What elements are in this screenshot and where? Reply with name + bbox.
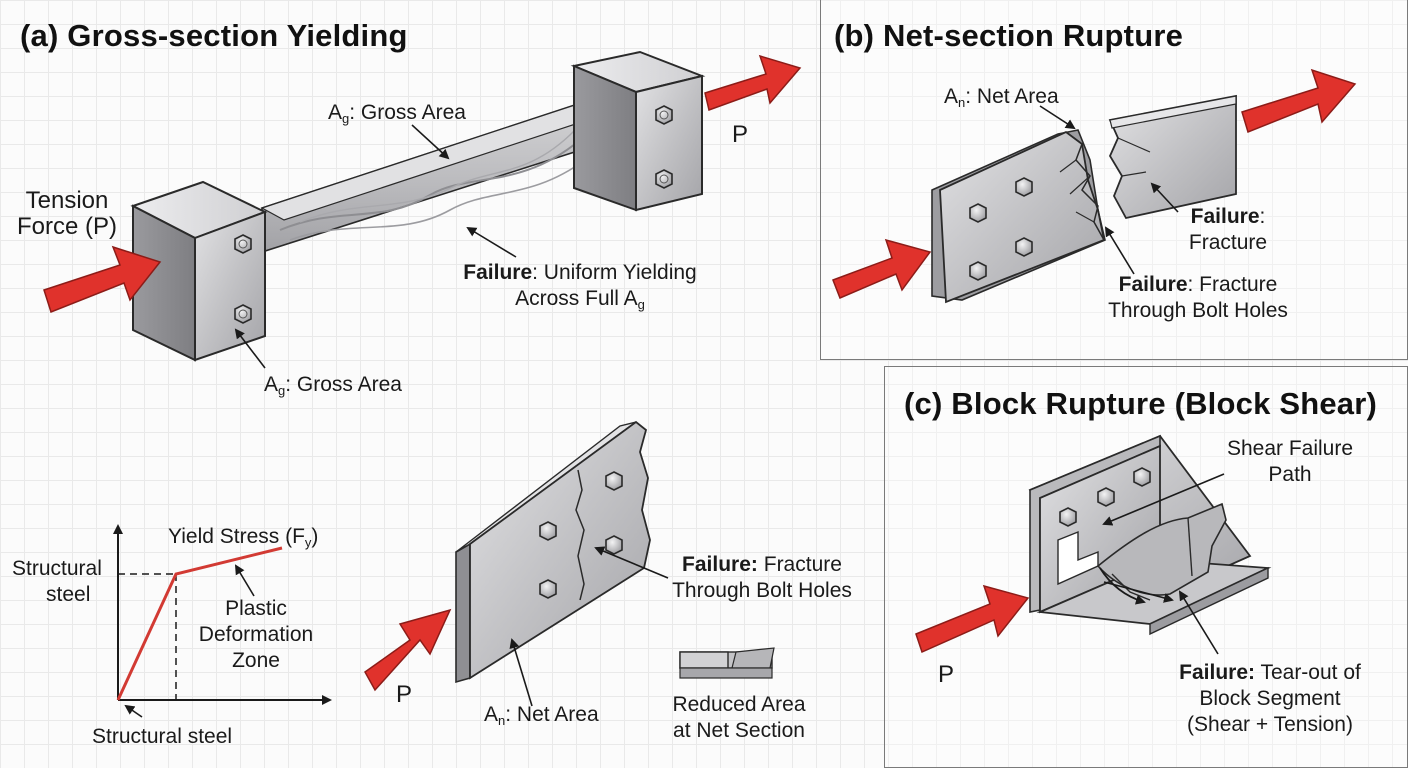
panel-b-frame [820,0,1408,360]
bolt-icon [234,234,252,254]
leader-line [1150,182,1179,213]
reduced-area-icon [679,647,775,679]
bolt-icon [1097,487,1115,507]
bolt-icon [539,579,557,599]
tension-arrow-left [43,245,162,313]
right-end-block [570,50,706,212]
leader-line [1178,590,1219,655]
tension-force-label: Tension Force (P) [16,187,117,240]
tension-arrow-left [915,584,1030,654]
bolt-icon [969,203,987,223]
bolt-icon [969,261,987,281]
leader-line [594,546,669,579]
left-end-block [130,180,268,362]
stress-strain-graph [113,524,332,718]
bolt-icon [539,521,557,541]
net-area-label: An: Net Area [944,85,1059,110]
bolt-icon [1015,177,1033,197]
tension-arrow-right [1241,68,1357,134]
leader-line [1104,226,1135,275]
leader-line [466,226,517,258]
leader-line [1039,105,1076,130]
gross-section-bar [260,99,614,254]
bolt-icon [1015,237,1033,257]
panel-c-title: (c) Block Rupture (Block Shear) [904,386,1378,421]
bolt-icon [605,535,623,555]
bolt-icon [1059,507,1077,527]
bolt-icon [1133,467,1151,487]
bolt-icon [234,304,252,324]
fractured-plate-right [1108,94,1237,220]
bolt-icon [655,105,673,125]
net-area-label: An: Net Area [484,703,599,728]
bolt-icon [605,471,623,491]
bolt-hole-failure-label: Failure: Fracture Through Bolt Holes [1108,273,1288,322]
yield-stress-label: Yield Stress (Fy) [168,525,319,550]
y-axis-label: Structural steel [12,557,102,606]
leader-line [234,328,266,369]
shear-path-label: Shear Failure Path [1226,437,1354,486]
tension-arrow-right [704,54,802,111]
gross-area-label-bottom: Ag: Gross Area [264,373,402,398]
gross-area-label-top: Ag: Gross Area [328,101,466,126]
plastic-zone-label: Plastic Deformation Zone [198,597,314,672]
leader-line [509,638,533,707]
x-axis-label: Structural steel [92,725,233,748]
bolt-icon [655,169,673,189]
block-tearout-failure-label: Failure: Tear-out of Block Segment (Shea… [1179,661,1361,736]
panel-b-title: (b) Net-section Rupture [834,18,1184,53]
shear-path-arrows [1099,567,1146,605]
p-label: P [938,661,955,688]
fractured-plate-left [931,129,1106,304]
panel-a-title: (a) Gross-section Yielding [20,18,408,53]
leader-line [411,124,450,160]
tension-arrow-left [832,238,932,299]
angle-section [1028,434,1272,636]
fracture-failure-label: Failure: Fracture [1188,205,1268,254]
shear-path-arrows [1103,581,1174,603]
net-section-plate [455,420,651,684]
p-label: P [396,681,413,708]
leader-line [1102,473,1225,526]
tension-arrow-left [364,608,452,692]
reduced-area-label: Reduced Area at Net Section [672,693,806,742]
net-plate-failure-label: Failure: Fracture Through Bolt Holes [672,553,852,602]
gross-yield-failure-label: Failure: Uniform Yielding Across Full Ag [463,261,697,312]
p-label: P [732,121,749,148]
